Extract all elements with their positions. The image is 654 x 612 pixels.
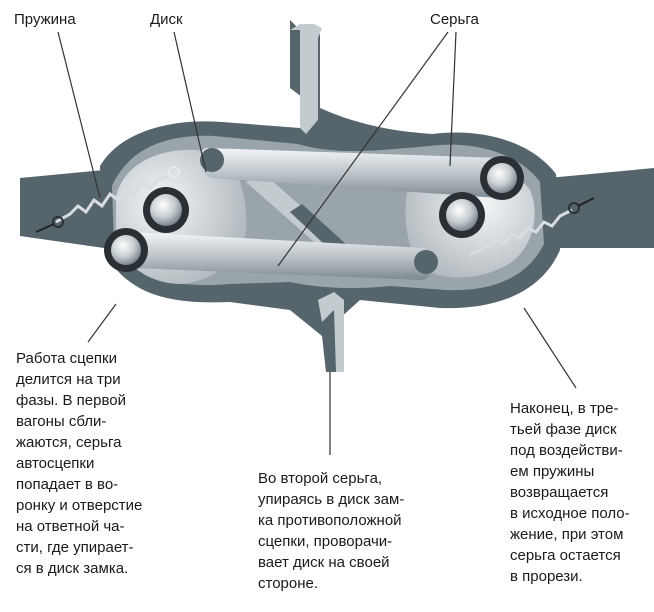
caption-phase1: Работа сцепки делится на три фазы. В пер…	[16, 348, 142, 579]
left-coupler-arm	[20, 170, 104, 248]
label-disk: Диск	[150, 10, 183, 30]
label-shackle: Серьга	[430, 10, 479, 30]
caption-phase2: Во второй серьга, упираясь в диск зам- к…	[258, 468, 404, 594]
caption-phase3: Наконец, в тре- тьей фазе диск под возде…	[510, 398, 630, 587]
right-coupler-arm	[548, 168, 654, 248]
leader-phase1	[88, 304, 116, 342]
left-disk-pivot	[143, 187, 189, 233]
leader-phase3	[524, 308, 576, 388]
right-disk-pivot	[439, 192, 485, 238]
label-spring: Пружина	[14, 10, 76, 30]
